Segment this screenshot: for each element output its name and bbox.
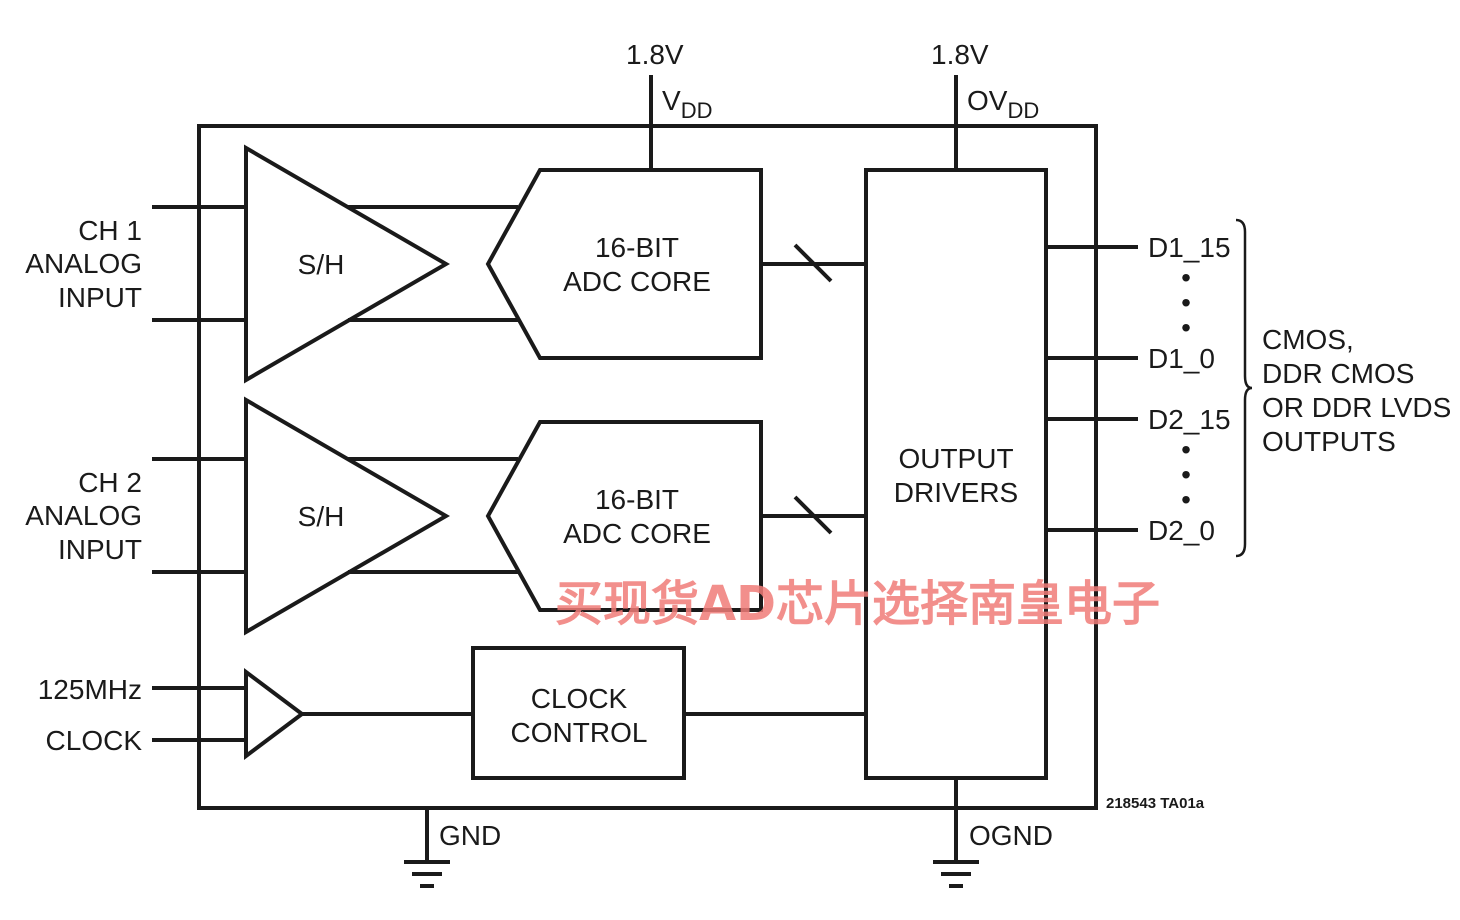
clock-frequency-label: 125MHz <box>38 674 142 705</box>
d1-ellipsis-dot-1: • <box>1181 262 1191 293</box>
gnd-label: GND <box>439 820 501 851</box>
ovdd-label: OVDD <box>967 85 1039 123</box>
output-drivers-block <box>864 168 1048 780</box>
vdd-voltage-label: 1.8V <box>626 39 684 70</box>
ch1-label-line1: CH 1 <box>78 215 142 246</box>
output-drivers-label-line2: DRIVERS <box>894 477 1018 508</box>
ch1-sample-hold <box>244 144 450 384</box>
output-format-line4: OUTPUTS <box>1262 426 1396 457</box>
clock-control-label-line1: CLOCK <box>531 683 628 714</box>
ch2-sh-label: S/H <box>298 501 345 532</box>
figure-id: 218543 TA01a <box>1106 795 1205 812</box>
output-format-line2: DDR CMOS <box>1262 358 1414 389</box>
watermark-text: 买现货AD芯片选择南皇电子 <box>555 576 1160 632</box>
vdd-label: VDD <box>662 85 712 123</box>
clock-input-label: CLOCK <box>46 725 143 756</box>
ch2-sample-hold <box>244 396 450 636</box>
d2-ellipsis-dot-1: • <box>1181 434 1191 465</box>
ch1-sh-label: S/H <box>298 249 345 280</box>
ovdd-voltage-label: 1.8V <box>931 39 989 70</box>
output-format-line1: CMOS, <box>1262 324 1354 355</box>
d1-ellipsis-dot-3: • <box>1181 312 1191 343</box>
ch2-adc-label-line1: 16-BIT <box>595 484 679 515</box>
clock-input-buffer <box>244 668 306 760</box>
ch1-label-line2: ANALOG <box>25 248 142 279</box>
ch2-adc-core <box>485 420 763 612</box>
ch2-adc-label-line2: ADC CORE <box>563 518 711 549</box>
ch1-adc-label-line1: 16-BIT <box>595 232 679 263</box>
output-format-line3: OR DDR LVDS <box>1262 392 1451 423</box>
ch1-bus-slash <box>793 243 833 283</box>
clock-control-label-line2: CONTROL <box>511 717 648 748</box>
chip-outline <box>197 124 1098 810</box>
ch1-label-line3: INPUT <box>58 282 142 313</box>
ch1-adc-core <box>485 168 763 360</box>
d2-0-label: D2_0 <box>1148 515 1215 546</box>
d2-ellipsis-dot-2: • <box>1181 459 1191 490</box>
ch1-adc-label-line2: ADC CORE <box>563 266 711 297</box>
ch2-label-line3: INPUT <box>58 534 142 565</box>
d1-0-label: D1_0 <box>1148 343 1215 374</box>
output-drivers-label-line1: OUTPUT <box>898 443 1013 474</box>
ch2-bus-slash <box>793 495 833 535</box>
outputs-brace <box>1235 218 1253 558</box>
d2-ellipsis-dot-3: • <box>1181 484 1191 515</box>
ognd-label: OGND <box>969 820 1053 851</box>
d1-ellipsis-dot-2: • <box>1181 287 1191 318</box>
d1-15-label: D1_15 <box>1148 232 1231 263</box>
ch2-label-line1: CH 2 <box>78 467 142 498</box>
ch2-label-line2: ANALOG <box>25 500 142 531</box>
d2-15-label: D2_15 <box>1148 404 1231 435</box>
